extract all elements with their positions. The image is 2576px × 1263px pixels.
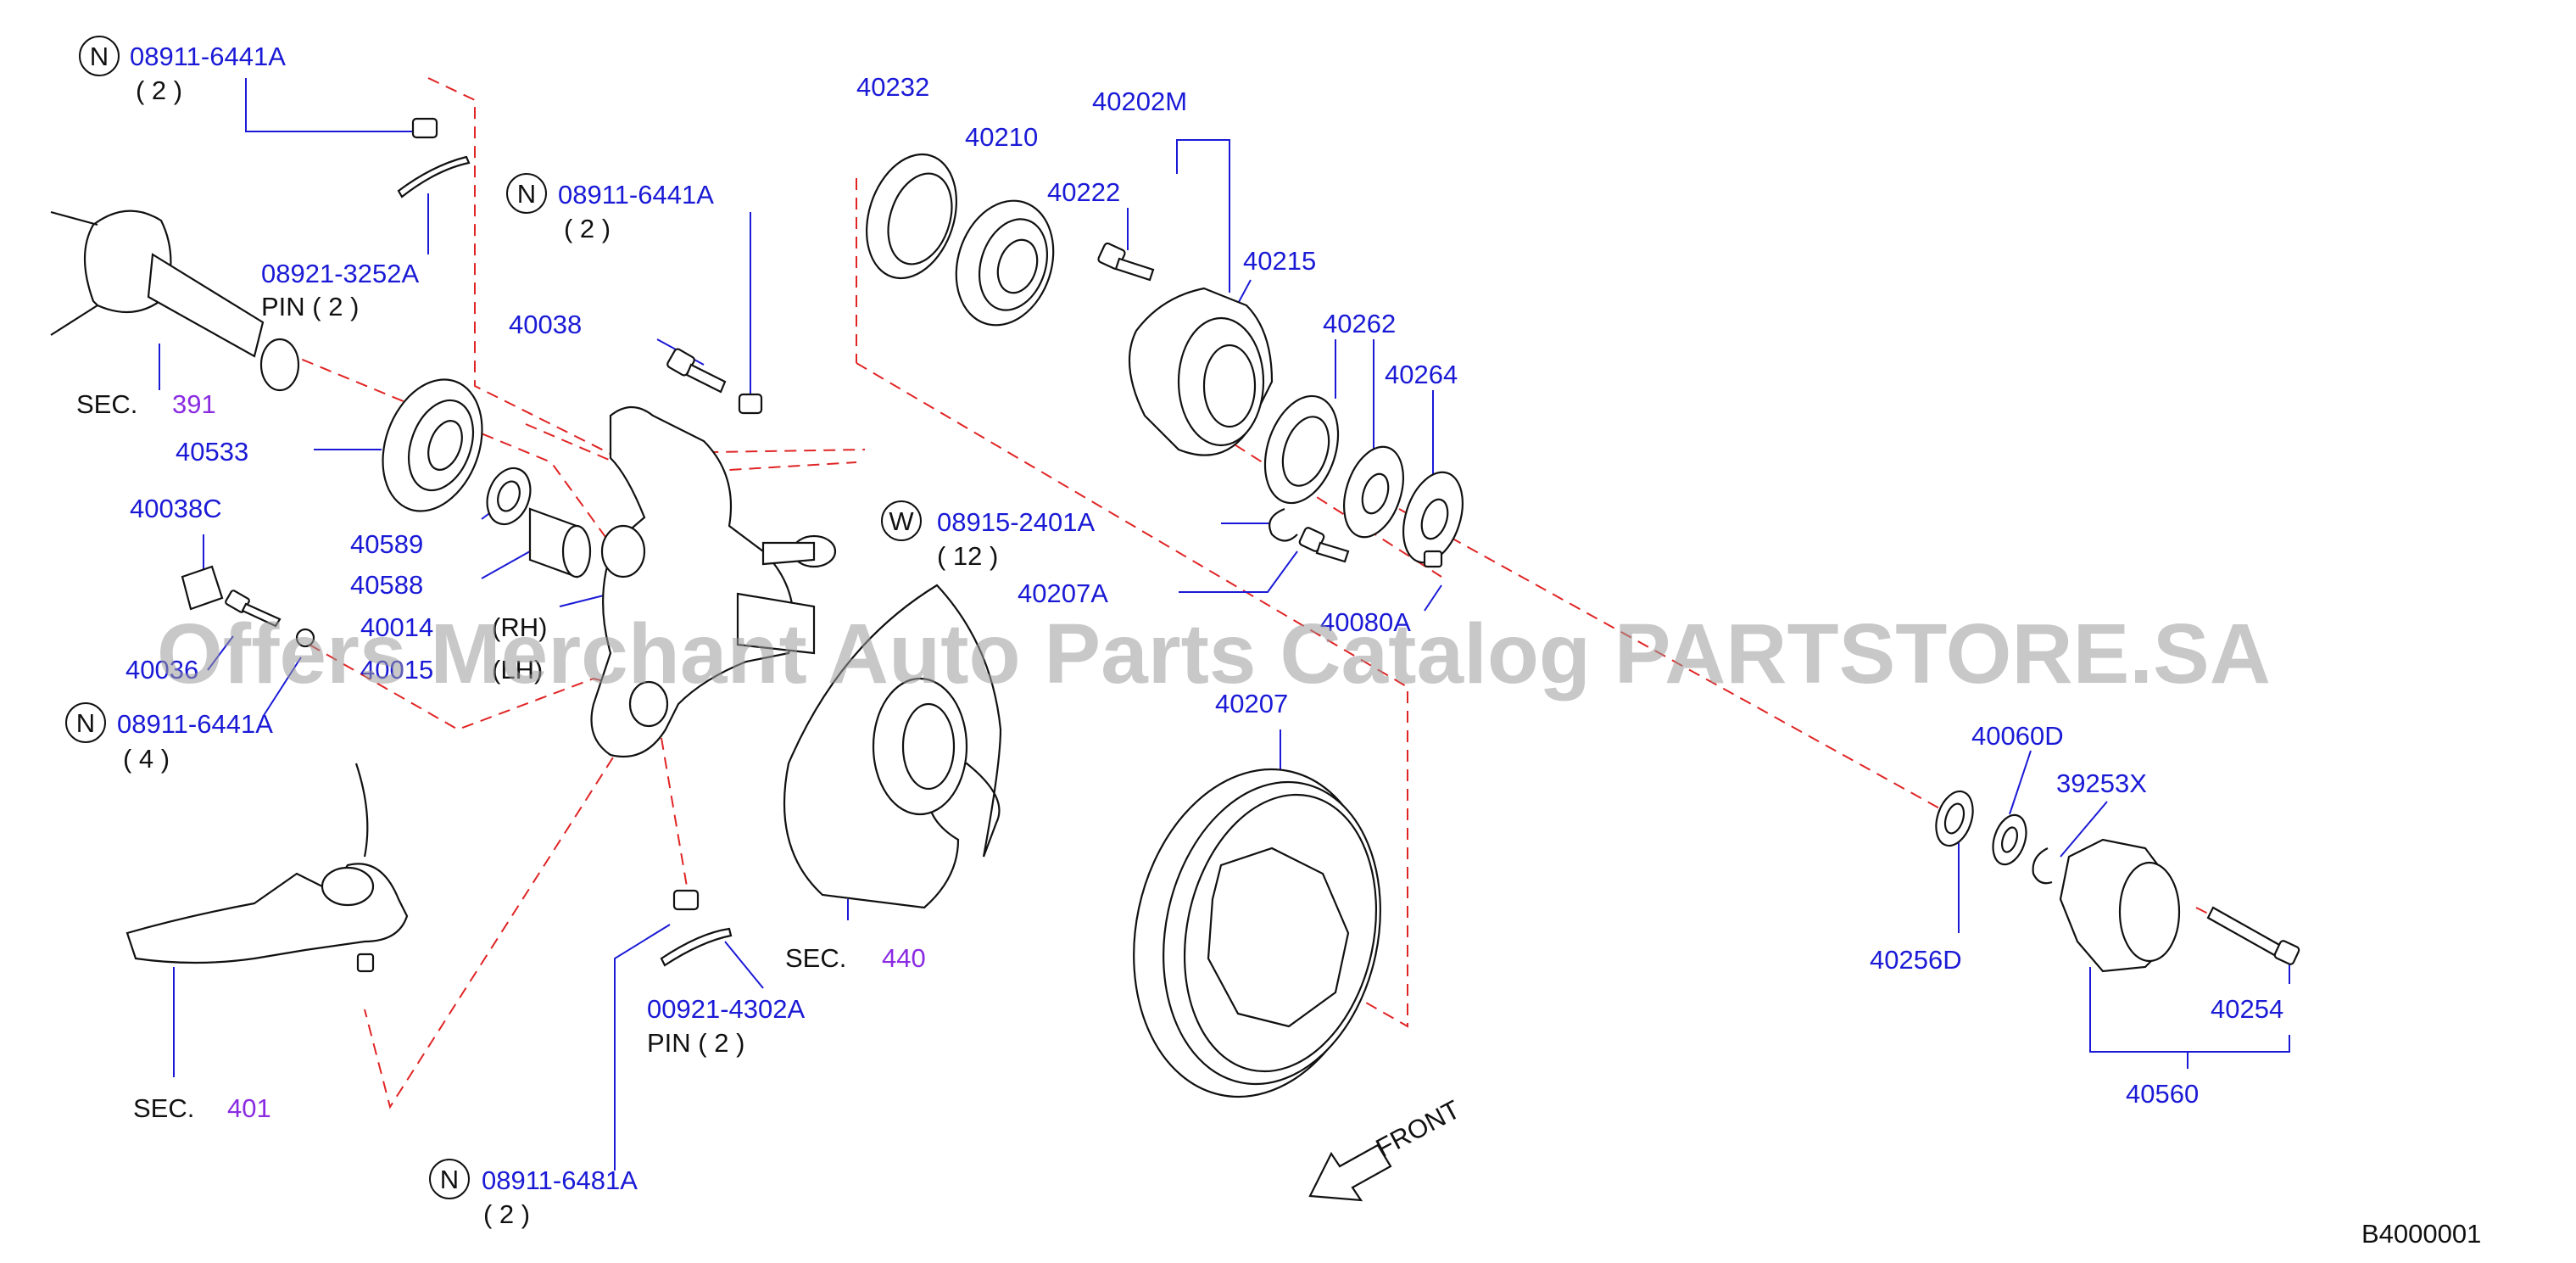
svg-text:N: N	[76, 708, 95, 738]
label-sec-440-prefix: SEC.	[785, 943, 846, 973]
label-40038[interactable]: 40038	[509, 310, 582, 339]
label-40533[interactable]: 40533	[176, 437, 248, 467]
label-40080A[interactable]: 40080A	[1320, 607, 1411, 637]
label-40202M[interactable]: 40202M	[1092, 87, 1187, 116]
backing-plate-part[interactable]	[783, 584, 1002, 909]
label-qty-w1: ( 12 )	[937, 541, 998, 571]
label-08911-6481A[interactable]: 08911-6481A	[482, 1165, 638, 1195]
label-08921-3252A[interactable]: 08921-3252A	[261, 259, 419, 288]
badge-w-1: W	[881, 500, 922, 541]
label-40232[interactable]: 40232	[856, 72, 929, 102]
label-40262[interactable]: 40262	[1323, 309, 1396, 338]
label-qty-n1: ( 2 )	[136, 75, 182, 105]
label-sec-401[interactable]: 401	[227, 1093, 271, 1123]
badge-n-4: N	[429, 1159, 470, 1199]
label-40015[interactable]: 40015	[360, 655, 433, 685]
label-40254[interactable]: 40254	[2211, 994, 2283, 1024]
label-40215[interactable]: 40215	[1243, 246, 1316, 276]
label-40264[interactable]: 40264	[1385, 360, 1458, 389]
label-qty-n3: ( 4 )	[123, 744, 170, 774]
label-40036[interactable]: 40036	[125, 655, 198, 685]
svg-text:N: N	[517, 179, 536, 209]
watermark: Offers Merchant Auto Parts Catalog PARTS…	[157, 606, 2271, 701]
label-qty-n4: ( 2 )	[483, 1199, 530, 1229]
label-qty-n2: ( 2 )	[564, 214, 611, 243]
label-pin1: PIN ( 2 )	[261, 292, 359, 321]
label-40256D[interactable]: 40256D	[1870, 945, 1962, 975]
bolt-40036-part[interactable]	[225, 590, 315, 648]
drive-shaft-part[interactable]	[50, 210, 300, 392]
label-40207A[interactable]: 40207A	[1018, 578, 1108, 608]
label-sec-401-prefix: SEC.	[133, 1093, 194, 1123]
castle-nut-top[interactable]	[397, 117, 471, 198]
svg-text:N: N	[440, 1165, 459, 1194]
castle-nut-bottom[interactable]	[660, 889, 733, 967]
bolt-40207A-part[interactable]	[1268, 507, 1350, 563]
label-40222[interactable]: 40222	[1047, 177, 1120, 207]
bearing-40533-part[interactable]	[365, 366, 499, 525]
label-40207[interactable]: 40207	[1215, 689, 1288, 718]
snap-ring-39253X-part[interactable]	[2032, 847, 2053, 885]
lock-plate-40080A-part[interactable]	[1393, 465, 1474, 570]
label-40589[interactable]: 40589	[350, 529, 423, 559]
diagram-id: B4000001	[2361, 1219, 2481, 1249]
label-40588[interactable]: 40588	[350, 570, 423, 600]
label-40210[interactable]: 40210	[965, 122, 1038, 152]
badge-n-3: N	[65, 702, 106, 743]
steering-knuckle-part[interactable]	[590, 405, 837, 758]
bolt-40254-part[interactable]	[2206, 906, 2300, 965]
label-pin2: PIN ( 2 )	[647, 1028, 744, 1058]
brake-rotor-40207-part[interactable]	[1105, 746, 1408, 1120]
washer-40060D-part[interactable]	[1988, 811, 2032, 869]
bushing-40038C-part[interactable]	[181, 565, 224, 611]
seal-40589-part[interactable]	[480, 462, 538, 530]
label-00921-4302A[interactable]: 00921-4302A	[647, 994, 805, 1024]
badge-n-2: N	[506, 173, 547, 214]
label-40560[interactable]: 40560	[2126, 1079, 2199, 1109]
label-08911-6441A-left[interactable]: 08911-6441A	[117, 709, 273, 739]
label-40060D[interactable]: 40060D	[1971, 721, 2064, 751]
label-40038C[interactable]: 40038C	[130, 494, 222, 523]
label-08915-2401A[interactable]: 08915-2401A	[937, 507, 1095, 537]
lower-arm-part[interactable]	[125, 763, 409, 973]
svg-text:W: W	[889, 506, 914, 536]
label-sec-440[interactable]: 440	[882, 943, 926, 973]
bolt-40038-part[interactable]	[666, 348, 763, 415]
hub-40202M-part[interactable]	[1128, 287, 1274, 456]
stud-40222-part[interactable]	[1097, 242, 1155, 282]
label-39253X[interactable]: 39253X	[2056, 768, 2147, 798]
washer-40264-part[interactable]	[1334, 439, 1414, 545]
label-40014[interactable]: 40014	[360, 612, 433, 642]
front-direction-arrow	[1308, 1143, 1392, 1202]
freewheel-hub-40560-part[interactable]	[2059, 838, 2181, 973]
label-40014-side: (RH)	[492, 612, 547, 642]
seal-40232-part[interactable]	[851, 143, 971, 290]
label-08911-6441A-mid[interactable]: 08911-6441A	[558, 180, 714, 210]
label-sec-391-prefix: SEC.	[76, 389, 137, 419]
label-sec-391[interactable]: 391	[172, 389, 216, 419]
label-40015-side: (LH)	[492, 655, 543, 685]
washer-40256D-part[interactable]	[1930, 786, 1979, 850]
label-front: FRONT	[1371, 1094, 1465, 1163]
label-08911-6441A-top[interactable]: 08911-6441A	[130, 42, 286, 71]
badge-n-1: N	[79, 36, 120, 76]
svg-text:N: N	[90, 42, 109, 71]
bushing-40588-part[interactable]	[528, 507, 592, 578]
bearing-40262-part[interactable]	[1252, 387, 1351, 512]
bearing-40210-part[interactable]	[941, 188, 1069, 338]
